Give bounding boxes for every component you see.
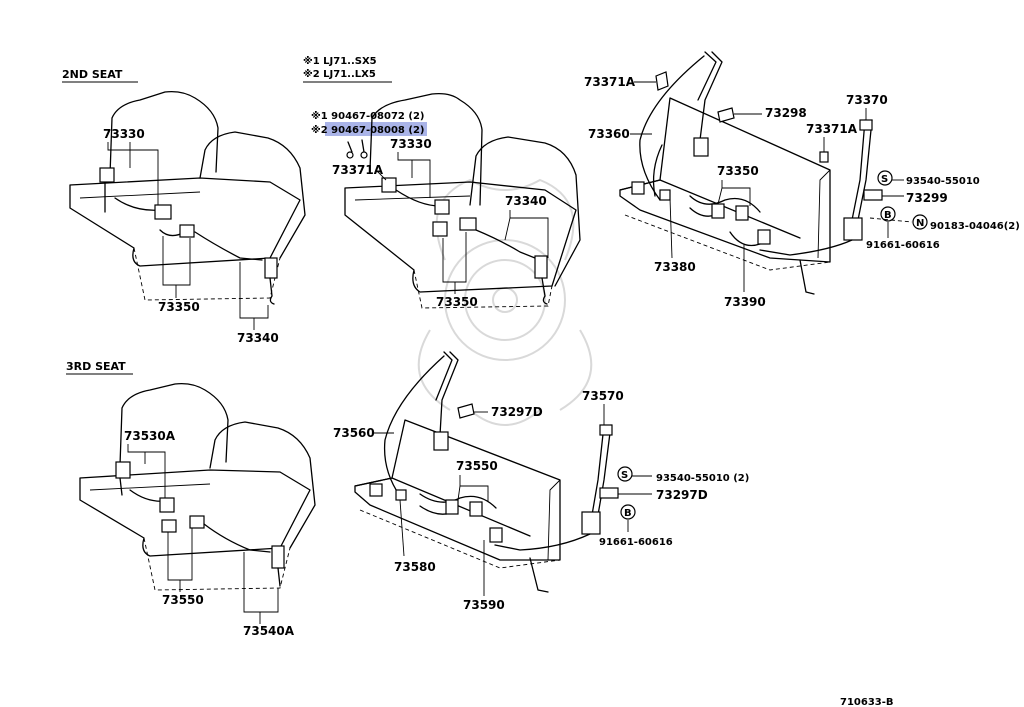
section-title-2nd-seat: 2ND SEAT [62,68,123,81]
label-73297d-mid: 73297D [656,488,708,502]
cover-73297d [457,403,475,419]
label-90183-04046: 90183-04046(2) [930,221,1020,232]
label-91661-60616-2: 91661-60616 [599,537,673,548]
buckle-1 [99,167,115,183]
second-seat-group: 2ND SEAT 73330 73350 73340 [62,68,306,345]
retractor-2 [843,217,863,241]
highlight-box [325,122,427,136]
label-93540-55010-2: 93540-55010 (2) [656,473,749,484]
buckle-2 [154,204,172,220]
buckle-4 [381,177,397,193]
upper-right-assembly: 73371A 73298 73370 73360 73371A 73350 S … [584,51,1020,309]
fastener-ref-2: ※2 90467-08008 (2) [311,124,424,136]
plate-73297d [599,487,619,499]
buckle-7 [459,217,477,231]
label-73299: 73299 [906,191,948,205]
label-73350-c: 73350 [717,164,759,178]
note-1: ※1 LJ71..SX5 [303,55,377,67]
buckle-5 [434,199,450,215]
label-73550-3rd: 73550 [162,593,204,607]
label-73340-b: 73340 [505,194,547,208]
label-91661-60616: 91661-60616 [866,240,940,251]
label-73371a-mid: 73371A [332,163,384,177]
label-73570: 73570 [582,389,624,403]
buckle-6 [432,221,448,237]
svg-text:S: S [621,470,628,481]
svg-text:B: B [624,508,632,519]
label-73530a: 73530A [124,429,176,443]
marker-s-2 [617,466,633,482]
svg-text:S: S [881,174,888,185]
label-73340: 73340 [237,331,279,345]
buckle-3rd-1 [115,461,131,479]
retractor-lower-2 [581,511,601,535]
label-73330-b: 73330 [390,137,432,151]
cover-73298 [717,107,735,123]
marker-b-1 [880,206,896,222]
label-73560: 73560 [333,426,375,440]
svg-text:N: N [916,218,924,229]
anchor-plate-2 [534,255,548,279]
label-73390: 73390 [724,295,766,309]
label-73350-b: 73350 [436,295,478,309]
seat-back-left [109,90,219,176]
note-2: ※2 LJ71..LX5 [303,68,376,80]
fastener-ref-1: ※1 90467-08072 (2) [311,110,424,122]
anchor-plate [264,257,278,279]
third-seat-group: 3RD SEAT 73530A 73550 73540A [66,360,316,638]
buckle-3 [179,224,195,238]
label-73380: 73380 [654,260,696,274]
section-title-3rd-seat: 3RD SEAT [66,360,126,373]
label-73540a: 73540A [243,624,295,638]
label-73590: 73590 [463,598,505,612]
diagram-code: 710633-B [840,697,894,707]
seat-back-right [199,131,306,259]
label-73580: 73580 [394,560,436,574]
label-73350: 73350 [158,300,200,314]
second-seat-variant-group: ※1 LJ71..SX5 ※2 LJ71..LX5 ※1 90467-08072… [303,55,581,309]
plate-73299 [863,189,883,201]
label-93540-55010: 93540-55010 [906,176,980,187]
marker-b-2 [620,504,636,520]
clip-73371a [655,71,669,91]
svg-text:B: B [884,210,892,221]
label-73371a-right: 73371A [806,122,858,136]
label-73330: 73330 [103,127,145,141]
label-73360: 73360 [588,127,630,141]
label-73371a-top: 73371A [584,75,636,89]
label-73297d-top: 73297D [491,405,543,419]
marker-n-1 [912,214,928,230]
retractor-lower-1 [433,431,449,451]
marker-s-1 [877,170,893,186]
label-73298: 73298 [765,106,807,120]
retractor-1 [693,137,709,157]
label-73550-lower: 73550 [456,459,498,473]
clip-73371a-right [819,151,829,163]
lower-assembly: 73297D 73570 73560 73550 S 93540-55010 (… [333,351,749,612]
label-73370: 73370 [846,93,888,107]
